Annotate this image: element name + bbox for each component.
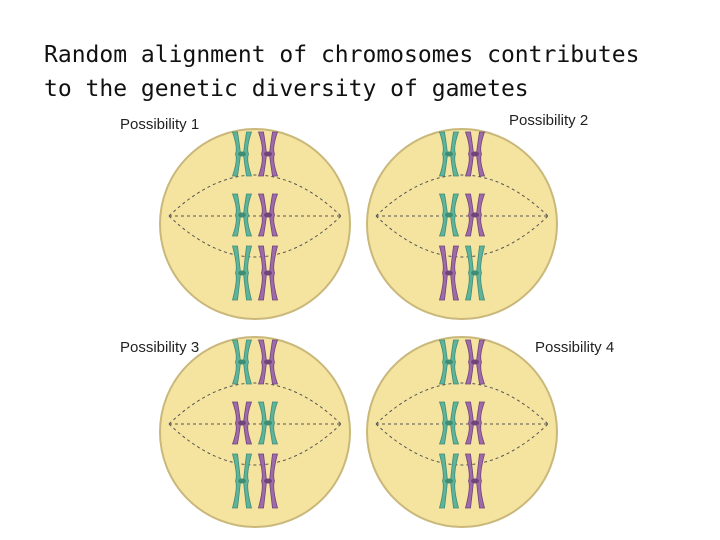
chromosome-left-row-1 <box>231 339 253 385</box>
chromosome-right-row-2 <box>257 401 279 445</box>
cell-membrane <box>159 128 351 320</box>
chromosome-right-row-2 <box>464 401 486 445</box>
metaphase-cell-4 <box>362 332 562 532</box>
chromosome-left-row-2 <box>231 401 253 445</box>
chromosome-right-row-1 <box>464 339 486 385</box>
chromosome-left-row-1 <box>438 131 460 177</box>
chromosome-right-row-1 <box>257 131 279 177</box>
chromosome-left-row-2 <box>231 193 253 237</box>
metaphase-cell-1 <box>155 124 355 324</box>
possibility-4-label: Possibility 4 <box>535 339 615 356</box>
chromosome-right-row-1 <box>464 131 486 177</box>
chromosome-left-row-3 <box>438 245 460 301</box>
title-line-2: to the genetic diversity of gametes <box>44 76 529 102</box>
chromosome-right-row-2 <box>464 193 486 237</box>
chromosome-left-row-3 <box>438 453 460 509</box>
cell-diagram <box>159 128 351 320</box>
chromosome-left-row-2 <box>438 401 460 445</box>
spindle-fibers <box>375 382 549 466</box>
spindle-fibers <box>168 174 342 258</box>
chromosome-right-row-1 <box>257 339 279 385</box>
possibility-1-label: Possibility 1 <box>120 116 200 133</box>
chromosome-right-row-2 <box>257 193 279 237</box>
chromosome-left-row-1 <box>438 339 460 385</box>
cell-membrane <box>366 336 558 528</box>
spindle-fibers <box>375 174 549 258</box>
spindle-fibers <box>168 382 342 466</box>
chromosome-left-row-3 <box>231 245 253 301</box>
metaphase-cell-2 <box>362 124 562 324</box>
chromosome-left-row-1 <box>231 131 253 177</box>
slide-title: Random alignment of chromosomes contribu… <box>44 38 704 106</box>
chromosome-right-row-3 <box>257 245 279 301</box>
chromosome-left-row-3 <box>231 453 253 509</box>
chromosome-right-row-3 <box>464 453 486 509</box>
cell-diagram <box>366 128 558 320</box>
chromosome-right-row-3 <box>464 245 486 301</box>
chromosome-left-row-2 <box>438 193 460 237</box>
chromosome-right-row-3 <box>257 453 279 509</box>
possibility-2-label: Possibility 2 <box>509 112 589 129</box>
cell-membrane <box>159 336 351 528</box>
possibility-3-label: Possibility 3 <box>120 339 200 356</box>
cell-diagram <box>159 336 351 528</box>
title-line-1: Random alignment of chromosomes contribu… <box>44 42 640 68</box>
cell-membrane <box>366 128 558 320</box>
metaphase-cell-3 <box>155 332 355 532</box>
cell-diagram <box>366 336 558 528</box>
